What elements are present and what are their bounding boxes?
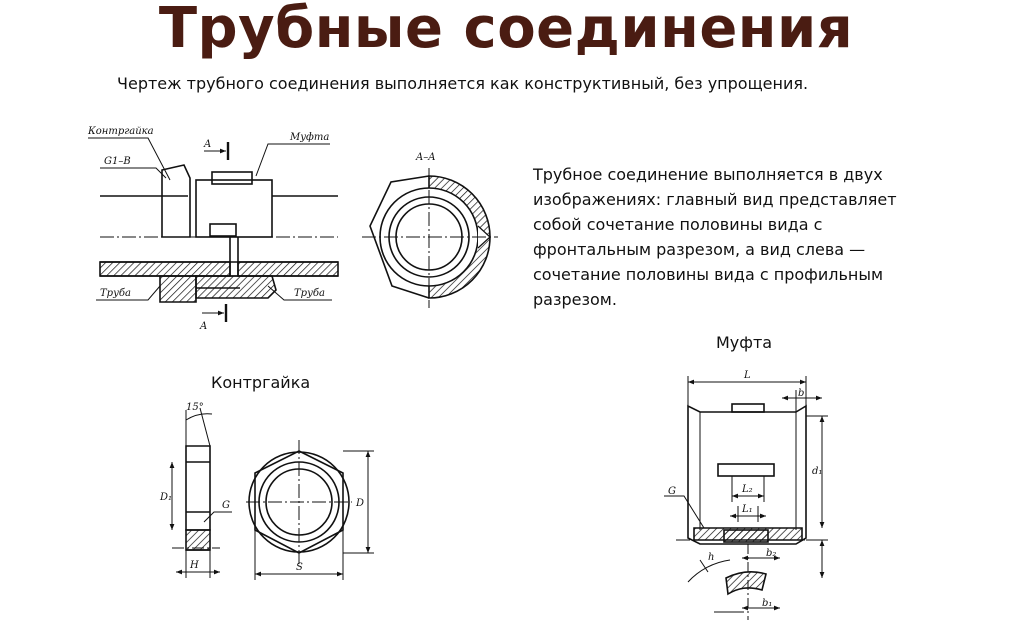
assembly-front-view [88, 137, 339, 322]
section-mark-top: A [203, 139, 211, 150]
coupling-b-label: b [798, 388, 804, 399]
description-text: Трубное соединение выполняется в двух из… [533, 165, 897, 309]
coupling-b1-label: b₁ [762, 598, 772, 609]
coupling-d1-label: d₁ [812, 466, 822, 477]
h-label: H [189, 560, 199, 571]
coupling-view [664, 376, 828, 620]
locknut-heading: Контргайка [211, 373, 311, 392]
page-title: Трубные соединения [158, 0, 854, 61]
pipe-right-callout: Труба [294, 288, 325, 299]
coupling-l-label: L [743, 370, 751, 381]
coupling-b2-label: b₂ [766, 548, 776, 559]
coupling-g-label: G [668, 486, 676, 497]
g-label: G [222, 500, 230, 511]
locknut-side-view [169, 407, 232, 578]
s-label: S [296, 562, 303, 573]
locknut-front-view [246, 440, 374, 580]
d1-label: D₁ [159, 492, 172, 503]
section-title: A–A [415, 152, 435, 163]
coupling-l2-label: L₂ [741, 484, 753, 495]
page-subtitle: Чертеж трубного соединения выполняется к… [117, 74, 809, 93]
coupling-heading: Муфта [716, 333, 773, 352]
coupling-callout: Муфта [289, 132, 329, 143]
pipe-left-callout: Труба [100, 288, 131, 299]
coupling-h-label: h [708, 552, 714, 563]
angle-label: 15° [186, 402, 204, 413]
locknut-callout: Контргайка [87, 126, 154, 137]
d-label: D [355, 498, 364, 509]
coupling-l1-label: L₁ [741, 504, 753, 515]
thread-callout: G1–B [104, 156, 131, 167]
section-mark-bottom: A [199, 321, 207, 332]
assembly-section-view [362, 168, 498, 308]
